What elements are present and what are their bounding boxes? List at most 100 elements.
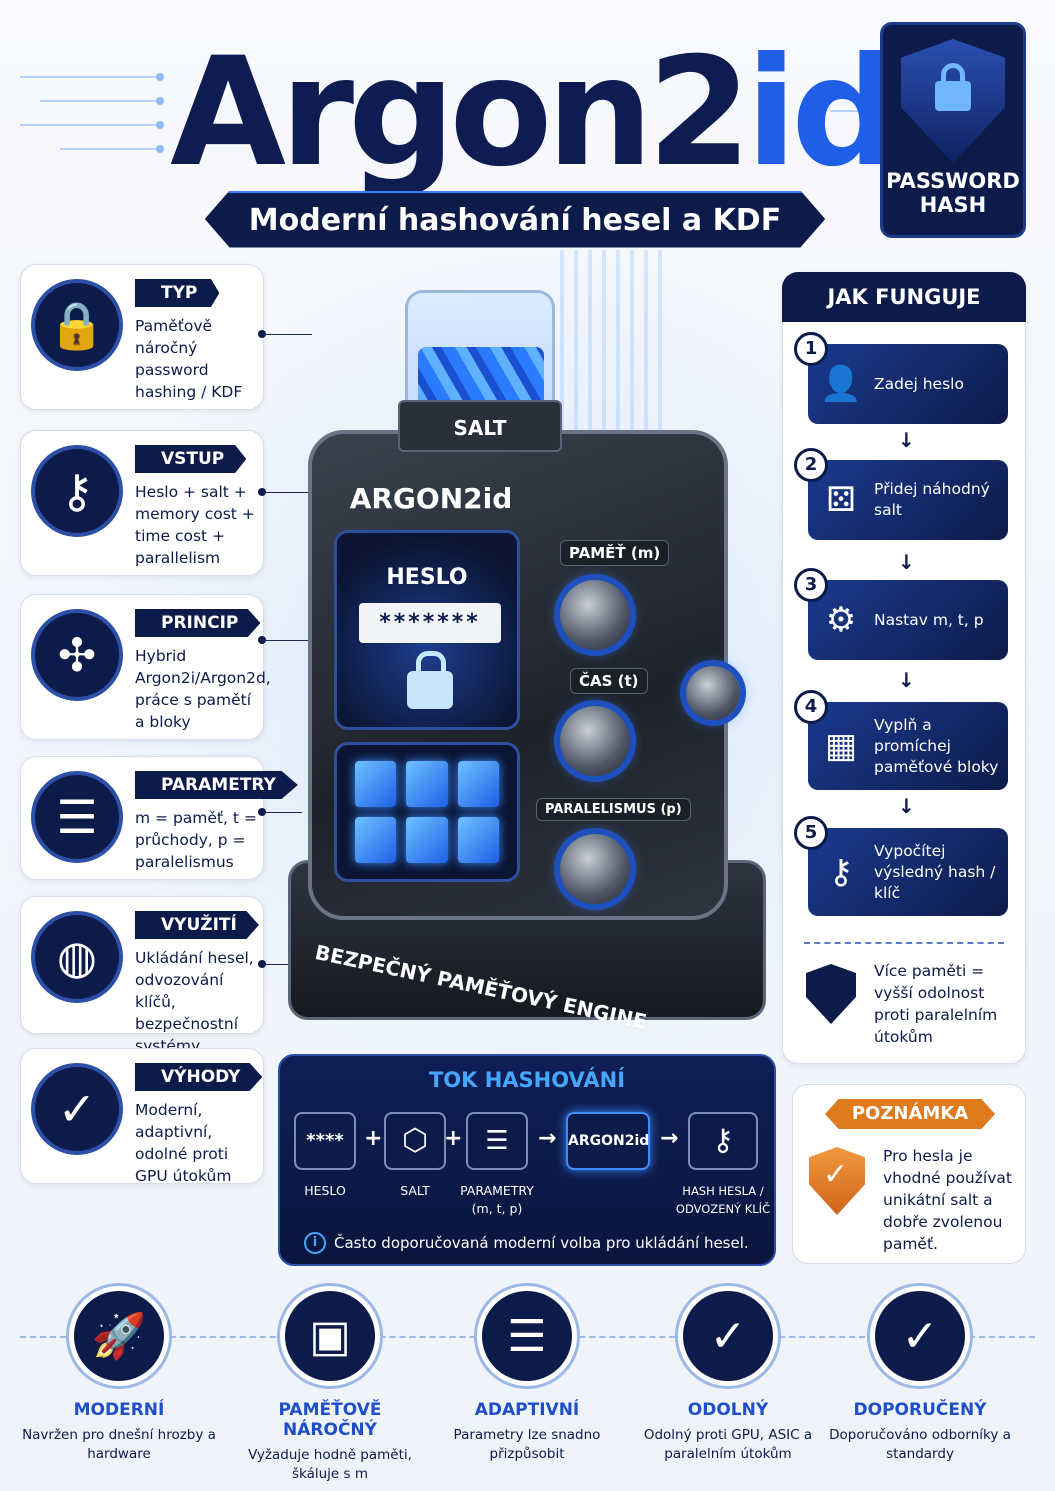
gear-icon: ⚙ [825, 600, 857, 640]
memory-block [457, 817, 499, 863]
knob-label-memory: PAMĚŤ (m) [560, 540, 670, 566]
step-text: Přidej náhodný salt [874, 480, 990, 519]
info-card-princip: ✣ PRINCIP Hybrid Argon2i/Argon2d, práce … [20, 594, 271, 740]
step-text: Vyplň a promíchej paměťové bloky [874, 715, 999, 776]
step-5: 5 ⚷ Vypočítej výsledný hash / klíč [794, 816, 1008, 916]
note-card: POZNÁMKA Pro hesla je vhodné používat un… [792, 1084, 1026, 1264]
feature-doporuceny: ✓ DOPORUČENÝ Doporučováno odborníky a st… [820, 1286, 1020, 1464]
card-text: Ukládání hesel, odvozování klíčů, bezpeč… [135, 949, 254, 1055]
rocket-icon: 🚀 [69, 1286, 169, 1386]
feature-desc: Vyžaduje hodně paměti, škáluje s m [248, 1447, 412, 1482]
memory-note: Více paměti = vyšší odolnost proti paral… [806, 960, 1006, 1050]
feature-odolny: ✓ ODOLNÝ Odolný proti GPU, ASIC a parale… [628, 1286, 828, 1464]
memory-knob [560, 580, 630, 650]
step-text: Nastav m, t, p [874, 610, 984, 629]
password-screen: HESLO ******* [334, 530, 520, 730]
step-2: 2 ⚄ Přidej náhodný salt [794, 448, 1008, 540]
dice-icon: ⚄ [826, 480, 856, 520]
memory-block [355, 761, 397, 807]
plus-icon: + [444, 1126, 463, 1151]
card-tag: VÝHODY [135, 1063, 263, 1091]
step-number: 4 [794, 690, 828, 724]
memory-note-text: Více paměti = vyšší odolnost proti paral… [874, 962, 998, 1046]
step-1: 1 👤 Zadej heslo [794, 332, 1008, 424]
lock-icon: 🔒 [31, 279, 123, 371]
card-tag: PARAMETRY [135, 771, 298, 799]
key-icon: ⚷ [688, 1112, 758, 1170]
step-number: 5 [794, 816, 828, 850]
parallel-knob [560, 834, 630, 904]
page-title: Argon2id [170, 26, 898, 200]
memory-blocks [334, 742, 520, 882]
feature-title: PAMĚŤOVĚ NÁROČNÝ [278, 1400, 382, 1440]
card-text: m = paměť, t = průchody, p = paralelismu… [135, 809, 257, 871]
shield-check-icon: ✓ [870, 1286, 970, 1386]
connector-line [262, 640, 312, 641]
connector-line [262, 812, 302, 813]
info-card-typ: 🔒 TYP Paměťově náročný password hashing … [20, 264, 264, 410]
feature-desc: Parametry lze snadno přizpůsobit [453, 1427, 601, 1462]
flow-label-salt: SALT [400, 1183, 430, 1198]
feature-title: DOPORUČENÝ [853, 1400, 987, 1420]
note-title: POZNÁMKA [825, 1099, 995, 1129]
sliders-icon: ☰ [477, 1286, 577, 1386]
feature-title: MODERNÍ [73, 1400, 165, 1420]
card-text: Moderní, adaptivní, odolné proti GPU úto… [135, 1101, 232, 1185]
shield-check-icon: ✓ [31, 1063, 123, 1155]
connector-line [262, 492, 312, 493]
knob-label-parallel: PARALELISMUS (p) [536, 798, 691, 821]
sliders-icon: ☰ [31, 771, 123, 863]
shield-icon [806, 964, 856, 1024]
flow-node-password: **** [294, 1112, 356, 1170]
card-tag: VSTUP [135, 445, 247, 473]
globe-icon: ◍ [31, 911, 123, 1003]
device-brand: ARGON2id [349, 482, 513, 515]
memory-block [406, 817, 448, 863]
arrow-down-icon: ↓ [898, 794, 915, 818]
flow-info-text: Často doporučovaná moderní volba pro ukl… [334, 1234, 749, 1252]
memory-block [406, 761, 448, 807]
info-card-parametry: ☰ PARAMETRY m = paměť, t = průchody, p =… [20, 756, 298, 880]
flow-node-argon: ARGON2id [566, 1112, 650, 1170]
feature-desc: Navržen pro dnešní hrozby a hardware [22, 1427, 216, 1462]
flow-label-password: HESLO [304, 1183, 346, 1198]
connector-line [262, 964, 302, 965]
info-card-vstup: ⚷ VSTUP Heslo + salt + memory cost + tim… [20, 430, 264, 576]
flow-info: i Často doporučovaná moderní volba pro u… [304, 1232, 749, 1254]
user-icon: 👤 [819, 364, 863, 404]
circuit-line [60, 145, 164, 153]
shield-check-icon [809, 1147, 865, 1215]
feature-desc: Doporučováno odborníky a standardy [829, 1427, 1011, 1462]
how-it-works-title: JAK FUNGUJE [782, 272, 1026, 322]
step-4: 4 ▦ Vyplň a promíchej paměťové bloky [794, 690, 1008, 790]
circuit-line [20, 73, 164, 81]
card-tag: TYP [135, 279, 220, 307]
card-text: Hybrid Argon2i/Argon2d, práce s pamětí a… [135, 647, 271, 731]
card-text: Heslo + salt + memory cost + time cost +… [135, 483, 255, 567]
feature-adaptivni: ☰ ADAPTIVNÍ Parametry lze snadno přizpůs… [427, 1286, 627, 1464]
feature-title: ADAPTIVNÍ [474, 1400, 580, 1420]
feature-moderni: 🚀 MODERNÍ Navržen pro dnešní hrozby a ha… [19, 1286, 219, 1464]
feature-title: ODOLNÝ [687, 1400, 769, 1420]
grid-icon: ▦ [824, 726, 858, 766]
arrow-right-icon: → [660, 1126, 679, 1151]
info-card-vyhody: ✓ VÝHODY Moderní, adaptivní, odolné prot… [20, 1048, 264, 1185]
step-number: 3 [794, 568, 828, 602]
step-text: Vypočítej výsledný hash / klíč [874, 841, 996, 902]
hashing-flow: TOK HASHOVÁNÍ **** + ⬡ + ☰ → ARGON2id → … [278, 1054, 776, 1266]
subtitle: Moderní hashování hesel a KDF [204, 190, 826, 248]
card-text: Paměťově náročný password hashing / KDF [135, 317, 243, 401]
arrow-right-icon: → [538, 1126, 557, 1151]
flow-label-hash: HASH HESLA /ODVOZENÝ KLÍČ [675, 1184, 771, 1216]
network-icon: ✣ [31, 609, 123, 701]
step-text: Zadej heslo [874, 374, 964, 393]
memory-block [457, 761, 499, 807]
shield-check-icon: ✓ [678, 1286, 778, 1386]
side-knob [686, 666, 740, 720]
chip-icon: ▣ [280, 1286, 380, 1386]
connector-line [262, 334, 312, 335]
flow-label-params: PARAMETRY(m, t, p) [460, 1183, 534, 1216]
circuit-line [20, 121, 164, 129]
